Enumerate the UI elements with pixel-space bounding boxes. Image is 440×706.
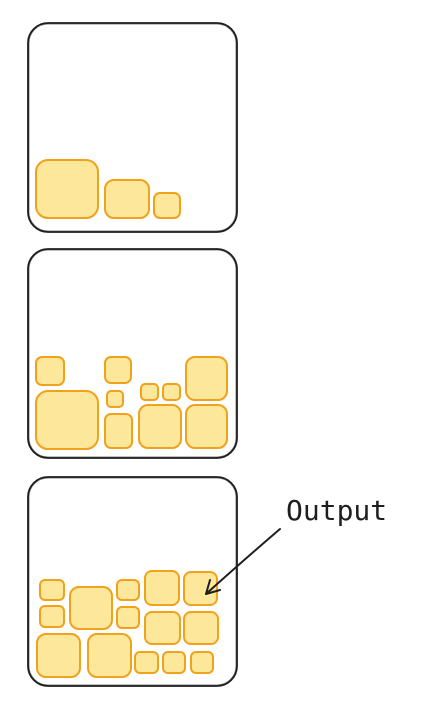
output-arrow <box>205 528 281 595</box>
panel-2-block <box>185 404 228 449</box>
panel-2-block <box>106 390 124 408</box>
panel-2-block <box>138 404 182 449</box>
panel-3-block <box>36 633 81 678</box>
panel-3-block <box>39 579 65 601</box>
panel-2-block <box>35 356 65 386</box>
panel-3-block <box>162 651 186 674</box>
panel-3-block <box>144 570 180 606</box>
panel-2-block <box>35 390 99 450</box>
panel-1-block <box>104 179 150 219</box>
panel-3-block <box>190 651 214 674</box>
panel-3 <box>27 476 238 687</box>
panel-3-block <box>116 579 140 601</box>
panel-2-block <box>104 413 133 449</box>
panel-2-block <box>162 383 181 401</box>
panel-1-block <box>35 159 99 219</box>
panel-1 <box>27 22 238 233</box>
output-arrow-head <box>205 579 221 595</box>
panel-3-block <box>183 571 218 606</box>
panel-3-block <box>183 611 219 645</box>
output-label: Output <box>286 494 387 527</box>
panel-3-block <box>87 633 132 678</box>
output-annotation: Output <box>205 494 387 595</box>
panel-2 <box>27 248 238 459</box>
panel-2-block <box>185 356 228 401</box>
panel-1-block <box>153 192 181 219</box>
panel-3-block <box>134 651 159 674</box>
panel-3-block <box>39 605 65 628</box>
panel-3-block <box>144 611 181 645</box>
panel-3-block <box>116 606 140 629</box>
panel-3-block <box>69 586 113 630</box>
panel-2-block <box>140 383 159 401</box>
panel-2-block <box>104 356 132 384</box>
